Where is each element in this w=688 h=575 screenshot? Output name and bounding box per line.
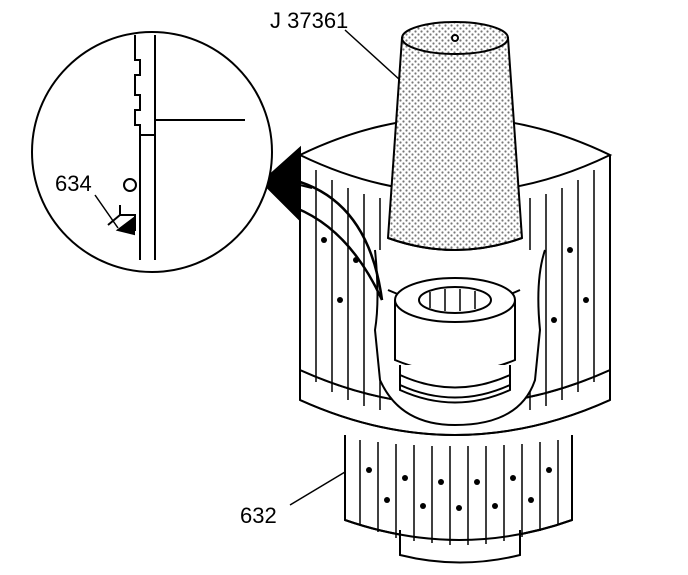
- detail-magnifier: [31, 31, 273, 273]
- inner-hub: [394, 277, 516, 404]
- leader-632: [289, 471, 346, 506]
- curved-arrow: [260, 145, 384, 301]
- tool-callout-label: J 37361: [270, 8, 349, 33]
- installer-tool-cone: [386, 21, 524, 251]
- lower-housing: [344, 435, 573, 564]
- housing-callout-label: 632: [240, 503, 277, 528]
- leader-tool: [344, 29, 401, 81]
- snap-ring-callout-label: 634: [55, 171, 92, 196]
- leader-634: [94, 194, 119, 229]
